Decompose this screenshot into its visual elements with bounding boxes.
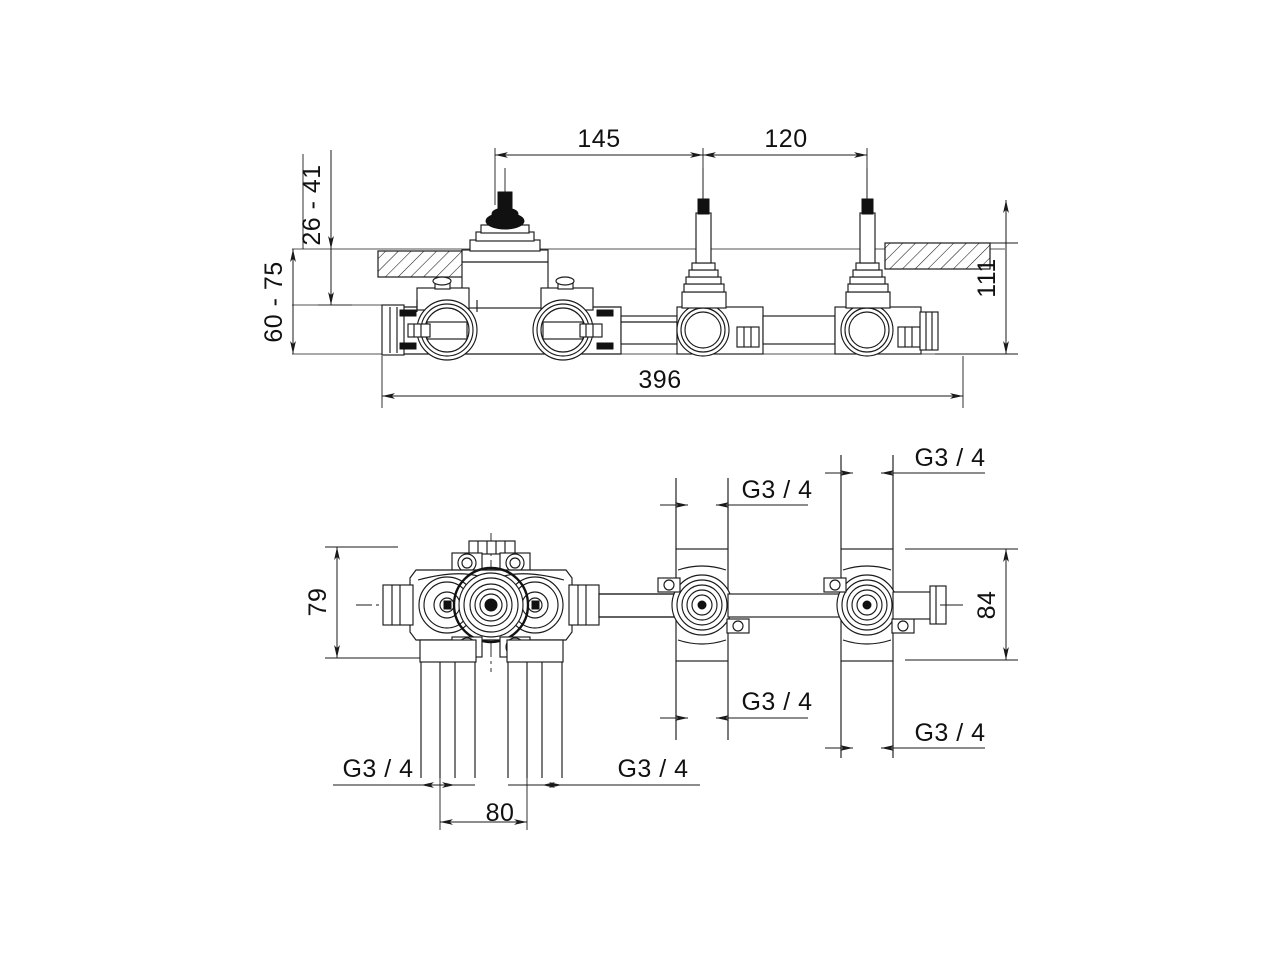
dimension-label-145: 145: [577, 125, 620, 153]
thread-callout-center-lower: G3 / 4: [508, 755, 700, 788]
thread-label-mid-upper: G3 / 4: [741, 476, 812, 504]
elevation-left-vertical-dimensions: 26 - 41 60 - 75: [260, 150, 352, 354]
plan-thermostat-cartridge: [452, 566, 530, 644]
plan-left-vertical-dimension-79: 79: [304, 546, 430, 659]
thread-callout-right-lower: G3 / 4: [825, 719, 985, 751]
thread-label-left-lower: G3 / 4: [342, 755, 413, 783]
thread-callout-left-lower: G3 / 4: [333, 755, 475, 788]
valve-outlet-left: [407, 299, 478, 361]
dimension-label-79: 79: [304, 588, 332, 617]
stop-valve-middle-plan: [657, 478, 843, 740]
supply-pipes-left: [419, 639, 477, 778]
plan-right-vertical-dimension-84: 84: [905, 548, 1018, 661]
thread-callout-mid-upper: G3 / 4: [660, 476, 812, 549]
elevation-right-vertical-dimension: 111: [888, 200, 1018, 355]
dimension-label-111: 111: [973, 258, 1001, 298]
dimension-label-80: 80: [486, 799, 515, 827]
stop-valve-right-elevation: [834, 168, 939, 357]
plan-outlet-left: [418, 576, 476, 634]
thread-label-center-lower: G3 / 4: [617, 755, 688, 783]
supply-pipes-right: [506, 639, 564, 778]
stop-valve-middle-elevation: [676, 168, 836, 357]
valve-outlet-right: [532, 299, 603, 361]
plan-dimension-80: 80: [439, 778, 528, 830]
dimension-label-26-41: 26 - 41: [298, 164, 326, 245]
dimension-label-60-75: 60 - 75: [260, 261, 288, 342]
thread-label-right-upper: G3 / 4: [914, 444, 985, 472]
plan-view: 79 84: [304, 444, 1018, 830]
thread-label-mid-lower: G3 / 4: [741, 688, 812, 716]
dimension-label-396: 396: [638, 366, 681, 394]
thread-callout-mid-lower: G3 / 4: [660, 688, 812, 721]
thread-callout-right-upper: G3 / 4: [825, 444, 985, 476]
elevation-top-dimension-chain: 145 120: [494, 125, 868, 210]
elevation-bottom-dimension-396: 396: [381, 356, 964, 408]
thermostatic-valve-body-plan: [382, 533, 678, 778]
thermostatic-valve-body-elevation: [381, 168, 678, 361]
thread-label-right-lower: G3 / 4: [914, 719, 985, 747]
dimension-label-84: 84: [973, 591, 1001, 620]
dimension-label-120: 120: [764, 125, 807, 153]
stop-valve-right-plan: [823, 455, 965, 758]
elevation-view: 145 120 26 - 41 60 - 75 111: [260, 125, 1018, 408]
wall-hatch-block-right: [884, 242, 991, 270]
